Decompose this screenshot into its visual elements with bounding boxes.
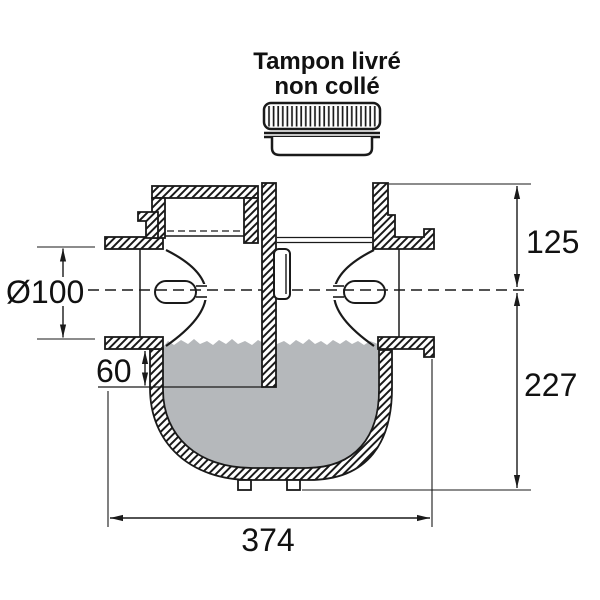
label-axis-to-base: 227 bbox=[524, 367, 577, 403]
top-socket-ledge bbox=[277, 236, 372, 244]
partition-clip bbox=[273, 248, 291, 300]
foot-right bbox=[286, 479, 301, 491]
label-seal-depth: 60 bbox=[96, 353, 132, 389]
trap-bowl bbox=[149, 348, 393, 491]
outlet-baffle bbox=[332, 249, 386, 347]
dimension-seal-depth bbox=[98, 351, 264, 388]
label-inlet-diameter: Ø100 bbox=[6, 274, 84, 310]
cap-illustration bbox=[262, 101, 382, 157]
outlet-pipe bbox=[372, 182, 435, 358]
label-overall-width: 374 bbox=[241, 522, 294, 558]
cap-skirt bbox=[270, 137, 374, 157]
title-line1: Tampon livré bbox=[253, 48, 401, 75]
dimension-heights bbox=[302, 183, 531, 491]
label-axis-to-top: 125 bbox=[526, 224, 579, 260]
outlet-baffle-slot bbox=[343, 280, 386, 304]
title-line2: non collé bbox=[274, 73, 379, 100]
foot-left bbox=[237, 479, 252, 491]
dimension-inlet-diameter bbox=[37, 246, 95, 340]
dimension-overall-width bbox=[107, 359, 433, 527]
inlet-baffle bbox=[154, 249, 208, 347]
inspection-cover-closed bbox=[137, 185, 259, 244]
inlet-pipe bbox=[104, 236, 164, 350]
water-fill bbox=[163, 339, 378, 468]
inlet-baffle-slot bbox=[154, 280, 197, 304]
